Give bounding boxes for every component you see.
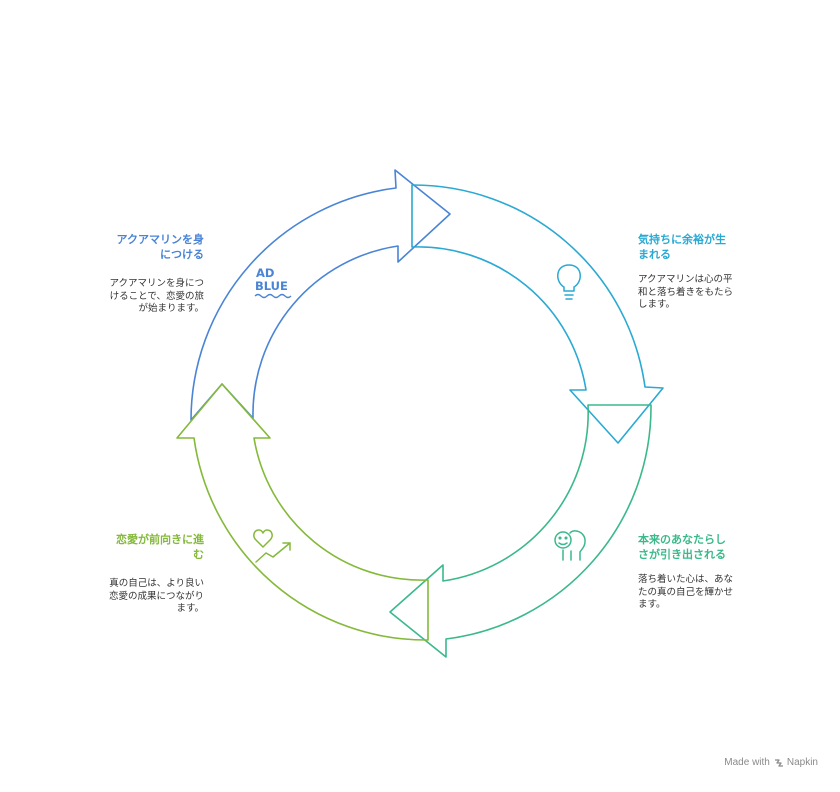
step-description: 落ち着いた心は、あな たの真の自己を輝かせ ます。 — [638, 574, 742, 612]
step-desc-line: します。 — [638, 299, 676, 310]
step-4: 恋愛が前向きに進 む 真の自己は、より良い 恋愛の成果につながり ます。 — [92, 532, 204, 616]
lightbulb-icon — [557, 264, 581, 300]
step-title-line: につける — [160, 248, 204, 261]
step-title-line: 気持ちに余裕が生 — [638, 233, 726, 246]
step-title: 気持ちに余裕が生 まれる — [638, 232, 742, 262]
step-title: 本来のあなたらし さが引き出される — [638, 532, 742, 562]
step-desc-line: アクアマリンは心の平 — [638, 274, 733, 285]
step-3: 本来のあなたらし さが引き出される 落ち着いた心は、あな たの真の自己を輝かせ … — [638, 532, 742, 612]
napkin-brand: Napkin — [774, 757, 818, 768]
step-desc-line: 落ち着いた心は、あな — [638, 574, 734, 585]
step-title-line: 本来のあなたらし — [638, 533, 726, 546]
step-desc-line: ます。 — [176, 603, 204, 614]
step-desc-line: 和と落ち着きをもたら — [638, 286, 734, 298]
step-title-line: む — [193, 548, 204, 561]
step-description: アクアマリンを身につ けることで、恋愛の旅 が始まります。 — [88, 278, 204, 316]
person-thinking-icon — [554, 530, 586, 561]
napkin-brand-label: Napkin — [786, 757, 818, 768]
step-description: アクアマリンは心の平 和と落ち着きをもたら します。 — [638, 274, 742, 312]
step-1: アクアマリンを身 につける アクアマリンを身につ けることで、恋愛の旅 が始まり… — [88, 232, 204, 316]
step-desc-line: けることで、恋愛の旅 — [109, 290, 204, 302]
step-title: 恋愛が前向きに進 む — [92, 532, 204, 562]
step-description: 真の自己は、より良い 恋愛の成果につながり ます。 — [92, 578, 204, 616]
step-desc-line: が始まります。 — [138, 303, 204, 314]
step-desc-line: ます。 — [638, 599, 666, 610]
ad-blue-logo-icon: AD BLUE — [254, 266, 292, 299]
cycle-arrow-4 — [176, 383, 429, 641]
step-title-line: さが引き出される — [638, 548, 726, 561]
cycle-arrow-2 — [411, 184, 664, 444]
step-title-line: まれる — [638, 248, 671, 261]
cycle-arrow-1 — [190, 169, 451, 421]
svg-text:BLUE: BLUE — [255, 279, 288, 293]
step-desc-line: 真の自己は、より良い — [109, 578, 204, 589]
step-title-line: 恋愛が前向きに進 — [116, 533, 204, 546]
heart-growth-icon — [253, 529, 291, 563]
napkin-logo-icon — [774, 758, 783, 767]
step-desc-line: アクアマリンを身につ — [109, 278, 204, 289]
step-desc-line: 恋愛の成果につながり — [108, 590, 204, 602]
step-desc-line: たの真の自己を輝かせ — [638, 586, 734, 598]
made-with-label: Made with — [724, 757, 770, 768]
step-title-line: アクアマリンを身 — [116, 233, 204, 246]
step-title: アクアマリンを身 につける — [88, 232, 204, 262]
svg-text:AD: AD — [256, 266, 274, 280]
napkin-watermark: Made with Napkin — [724, 757, 818, 768]
cycle-arrow-3 — [389, 404, 652, 658]
step-2: 気持ちに余裕が生 まれる アクアマリンは心の平 和と落ち着きをもたら します。 — [638, 232, 742, 312]
